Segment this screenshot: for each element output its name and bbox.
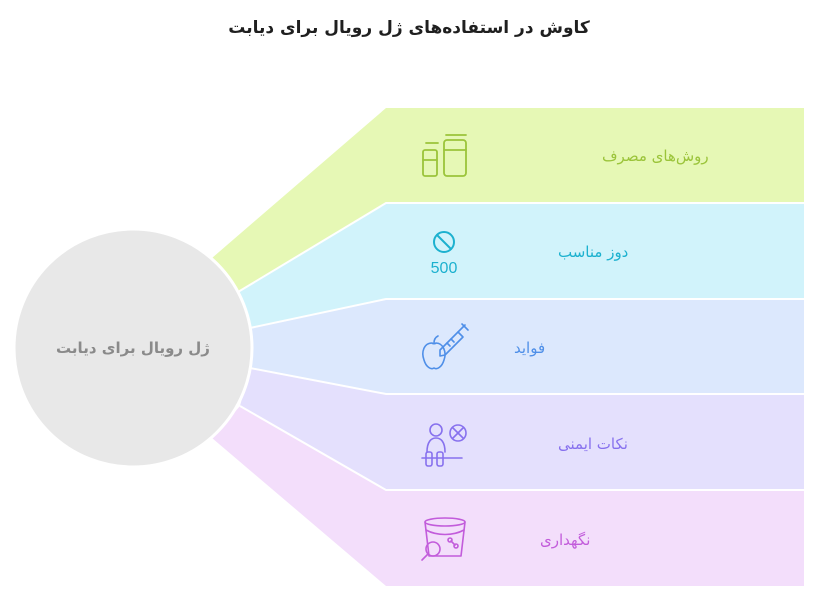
- containers-icon: [422, 134, 467, 177]
- dosage-500-icon: [433, 231, 455, 253]
- diagram-title: کاوش در استفاده‌های ژل رویال برای دیابت: [228, 18, 590, 38]
- center-circle: [12, 227, 254, 469]
- separators: [237, 202, 804, 491]
- segment-label-nokat: نکات ایمنی: [558, 435, 628, 453]
- bucket-search-icon: [421, 517, 466, 561]
- segment-doz-band: [238, 203, 804, 328]
- dosage-500-text: 500: [431, 260, 458, 277]
- person-no-icon: [421, 423, 467, 467]
- segment-label-negahdari: نگهداری: [540, 531, 590, 549]
- segment-label-favayed: فواید: [514, 339, 545, 357]
- segment-favayed-band: [250, 299, 804, 394]
- segment-roshha-band: [212, 108, 804, 292]
- center-label: ژل رویال برای دیابت: [56, 339, 210, 357]
- segment-negahdari-band: [212, 406, 804, 586]
- segment-label-doz: دوز مناسب: [558, 243, 628, 261]
- segment-label-roshha: روش‌های مصرف: [602, 147, 709, 165]
- segment-nokat-band: [240, 368, 804, 490]
- apple-syringe-icon: [422, 323, 469, 370]
